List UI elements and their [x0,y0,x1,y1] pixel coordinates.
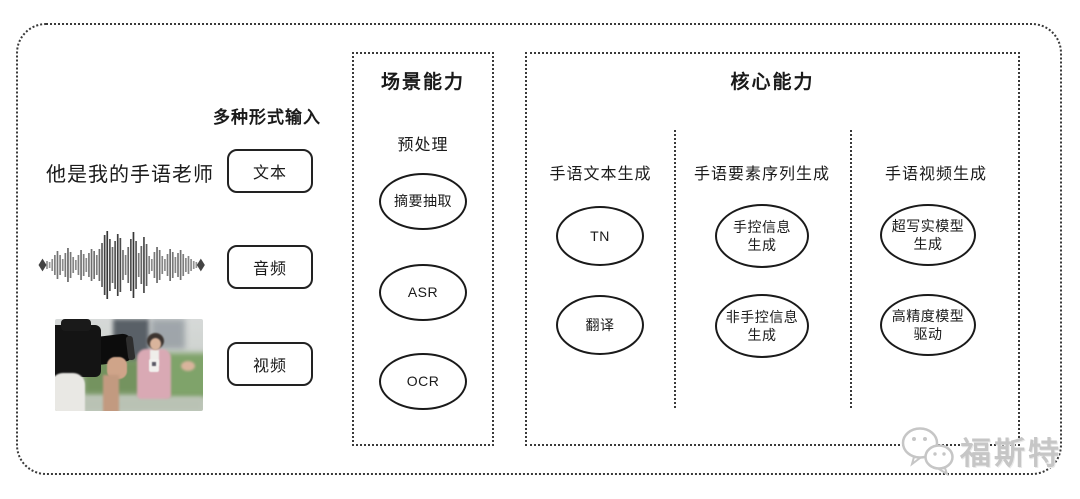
diagram-outer-border [16,23,1062,475]
photo-reporter-shirt [150,350,159,366]
photo-reporter-hand [181,361,195,371]
tag-text-label: 文本 [252,165,287,182]
photo-reporter-face [150,338,161,350]
core-column-header-sign-text-generation: 手语文本生成 [549,166,652,183]
node-ocr: OCR [379,353,467,410]
core-capability-box: 核心能力 手语文本生成 手语要素序列生成 手语视频生成 TN 翻译 手控信息 生… [525,52,1020,446]
tag-video-label: 视频 [252,358,287,375]
tag-box-text: 文本 [227,149,313,193]
photo-camera-body [55,325,101,377]
core-box-title: 核心能力 [730,72,815,93]
input-section-label: 多种形式输入 [213,108,321,127]
node-high-precision-model-driving: 高精度模型 驱动 [880,294,976,356]
input-text-example: 他是我的手语老师 [46,164,214,186]
photo-ground-shape [55,397,203,411]
node-non-manual-info-generation: 非手控信息 生成 [715,294,809,358]
node-manual-info-generation: 手控信息 生成 [715,204,809,268]
tag-box-audio: 音频 [227,245,313,289]
audio-waveform-icon [38,231,205,299]
scene-box-title: 场景能力 [380,72,465,93]
photo-microphone-logo [152,362,156,366]
node-translation: 翻译 [556,295,644,355]
watermark-text: 福斯特 [960,435,1062,471]
photo-camera-top [61,319,91,331]
column-divider [674,130,676,408]
tag-audio-label: 音频 [252,261,287,278]
reporter-photo [55,319,203,411]
core-column-header-sign-video-generation: 手语视频生成 [884,166,987,183]
wechat-icon [901,427,954,476]
tag-box-video: 视频 [227,342,313,386]
node-summary-extraction: 摘要抽取 [379,173,467,230]
watermark: 福斯特 [900,424,1062,476]
node-hyperrealistic-model-generation: 超写实模型 生成 [880,204,976,266]
node-tn: TN [556,206,644,266]
scene-box-subtitle: 预处理 [397,137,449,154]
photo-cameraman-arm [103,375,119,411]
photo-cameraman-hand [107,357,127,379]
photo-cameraman-sleeve [55,373,85,411]
column-divider [850,130,852,408]
core-column-header-sign-element-sequence-generation: 手语要素序列生成 [693,166,830,183]
node-asr: ASR [379,264,467,321]
scene-capability-box: 场景能力 预处理 摘要抽取 ASR OCR [352,52,494,446]
